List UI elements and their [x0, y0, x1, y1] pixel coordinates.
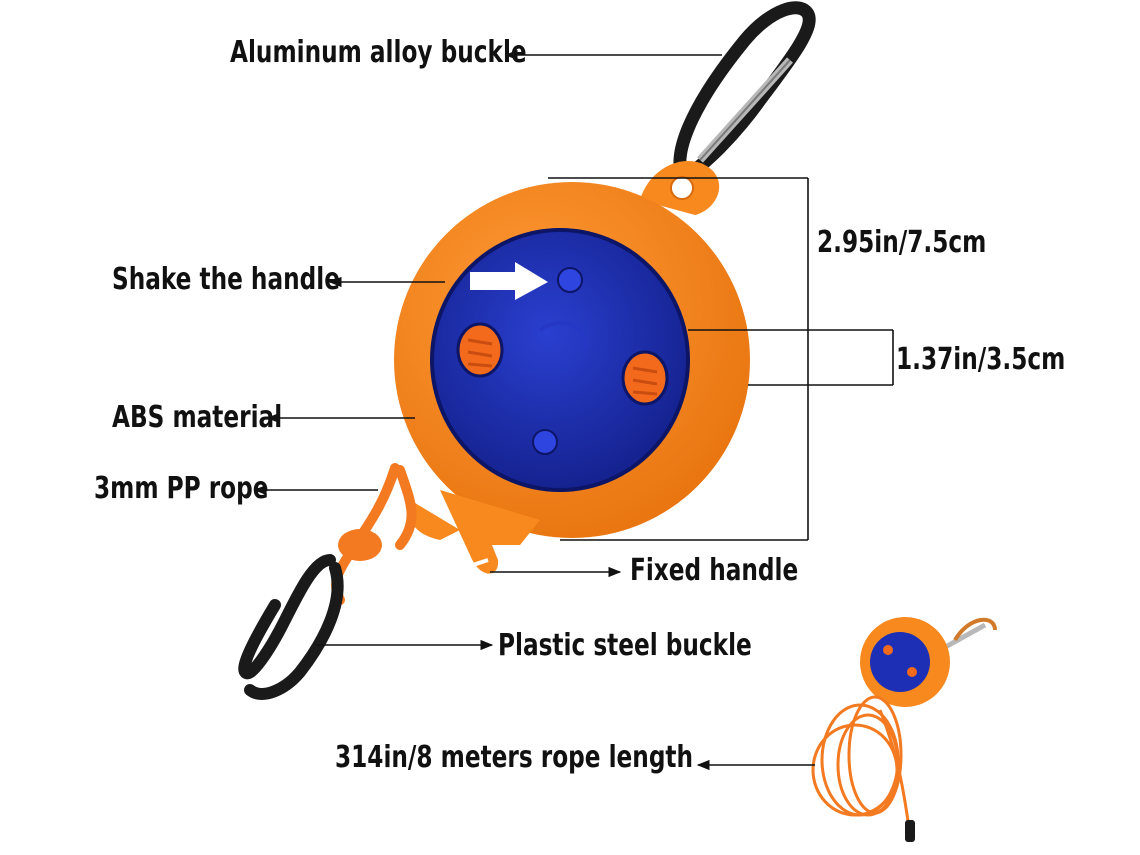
label-rope-length: 314in/8 meters rope length [335, 740, 694, 775]
dimension-inner [688, 329, 894, 386]
carabiner-icon [673, 1, 816, 185]
label-dim-inner: 1.37in/3.5cm [896, 342, 1066, 377]
small-product-image [811, 617, 997, 842]
label-fixed-handle: Fixed handle [630, 553, 799, 588]
label-aluminum-buckle: Aluminum alloy buckle [230, 35, 527, 70]
blue-disc [430, 228, 690, 492]
label-dim-outer: 2.95in/7.5cm [817, 225, 987, 260]
dimension-outer [548, 177, 809, 541]
label-pp-rope: 3mm PP rope [94, 471, 269, 506]
white-arrow-icon [470, 262, 548, 300]
plastic-hook-icon [238, 554, 344, 700]
label-shake-handle: Shake the handle [112, 262, 340, 297]
pp-rope [331, 463, 417, 605]
label-plastic-buckle: Plastic steel buckle [498, 628, 752, 663]
label-abs-material: ABS material [112, 400, 283, 435]
